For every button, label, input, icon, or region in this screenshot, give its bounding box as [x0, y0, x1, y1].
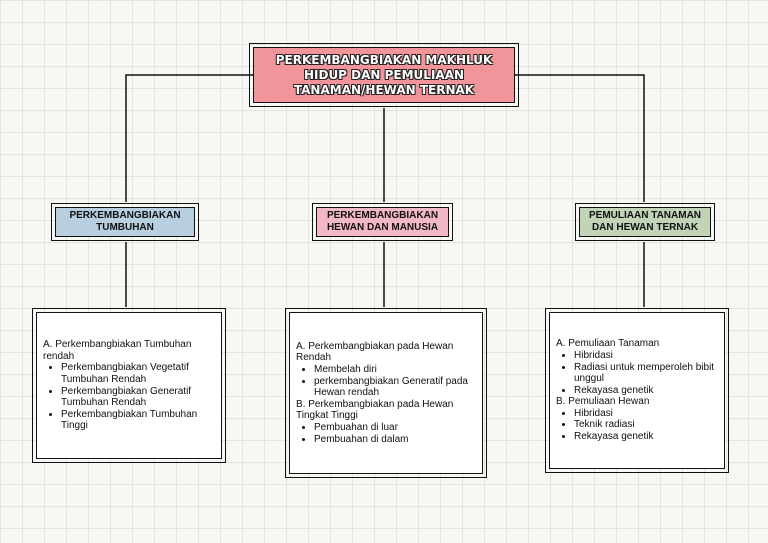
item-list: Membelah diri perkembangbiakan Generatif… [296, 364, 476, 399]
section-heading: B. Perkembangbiakan pada Hewan Tingkat T… [296, 398, 454, 422]
detail-box-hewan-manusia: A. Perkembangbiakan pada Hewan Rendah Me… [285, 308, 487, 478]
root-title: PERKEMBANGBIAKAN MAKHLUK HIDUP DAN PEMUL… [275, 52, 493, 97]
list-item: Rekayasa genetik [574, 385, 718, 397]
list-item: Rekayasa genetik [574, 431, 718, 443]
list-item: Perkembangbiakan Generatif Tumbuhan Rend… [61, 386, 215, 409]
detail-box-pemuliaan: A. Pemuliaan Tanaman Hibridasi Radiasi u… [545, 308, 729, 473]
item-list: Perkembangbiakan Vegetatif Tumbuhan Rend… [43, 362, 215, 432]
item-list: Hibridasi Radiasi untuk memperoleh bibit… [556, 350, 718, 396]
list-item: Perkembangbiakan Tumbuhan Tinggi [61, 409, 215, 432]
section-heading: B. Pemuliaan Hewan [556, 396, 650, 408]
category-node-hewan-manusia: PERKEMBANGBIAKAN HEWAN DAN MANUSIA [312, 203, 453, 241]
list-item: Teknik radiasi [574, 419, 718, 431]
list-item: Perkembangbiakan Vegetatif Tumbuhan Rend… [61, 362, 215, 385]
category-node-pemuliaan: PEMULIAAN TANAMAN DAN HEWAN TERNAK [575, 203, 715, 241]
connector-root-left [125, 74, 253, 202]
detail-box-tumbuhan: A. Perkembangbiakan Tumbuhan rendah Perk… [32, 308, 226, 463]
root-node: PERKEMBANGBIAKAN MAKHLUK HIDUP DAN PEMUL… [249, 43, 519, 107]
category-node-tumbuhan: PERKEMBANGBIAKAN TUMBUHAN [51, 203, 199, 241]
category-label: PEMULIAAN TANAMAN DAN HEWAN TERNAK [588, 209, 702, 234]
list-item: Radiasi untuk memperoleh bibit unggul [574, 362, 718, 385]
list-item: Membelah diri [314, 364, 476, 376]
item-list: Pembuahan di luar Pembuahan di dalam [296, 422, 476, 445]
list-item: Pembuahan di luar [314, 422, 476, 434]
list-item: perkembangbiakan Generatif pada Hewan re… [314, 376, 476, 399]
list-item: Hibridasi [574, 408, 718, 420]
section-heading: A. Pemuliaan Tanaman [556, 338, 660, 350]
section-heading: A. Perkembangbiakan Tumbuhan rendah [43, 339, 192, 362]
section-heading: A. Perkembangbiakan pada Hewan Rendah [296, 340, 454, 364]
category-label: PERKEMBANGBIAKAN TUMBUHAN [69, 209, 181, 234]
item-list: Hibridasi Teknik radiasi Rekayasa geneti… [556, 408, 718, 443]
category-label: PERKEMBANGBIAKAN HEWAN DAN MANUSIA [326, 209, 439, 234]
list-item: Pembuahan di dalam [314, 434, 476, 446]
list-item: Hibridasi [574, 350, 718, 362]
connector-root-right [515, 74, 645, 202]
